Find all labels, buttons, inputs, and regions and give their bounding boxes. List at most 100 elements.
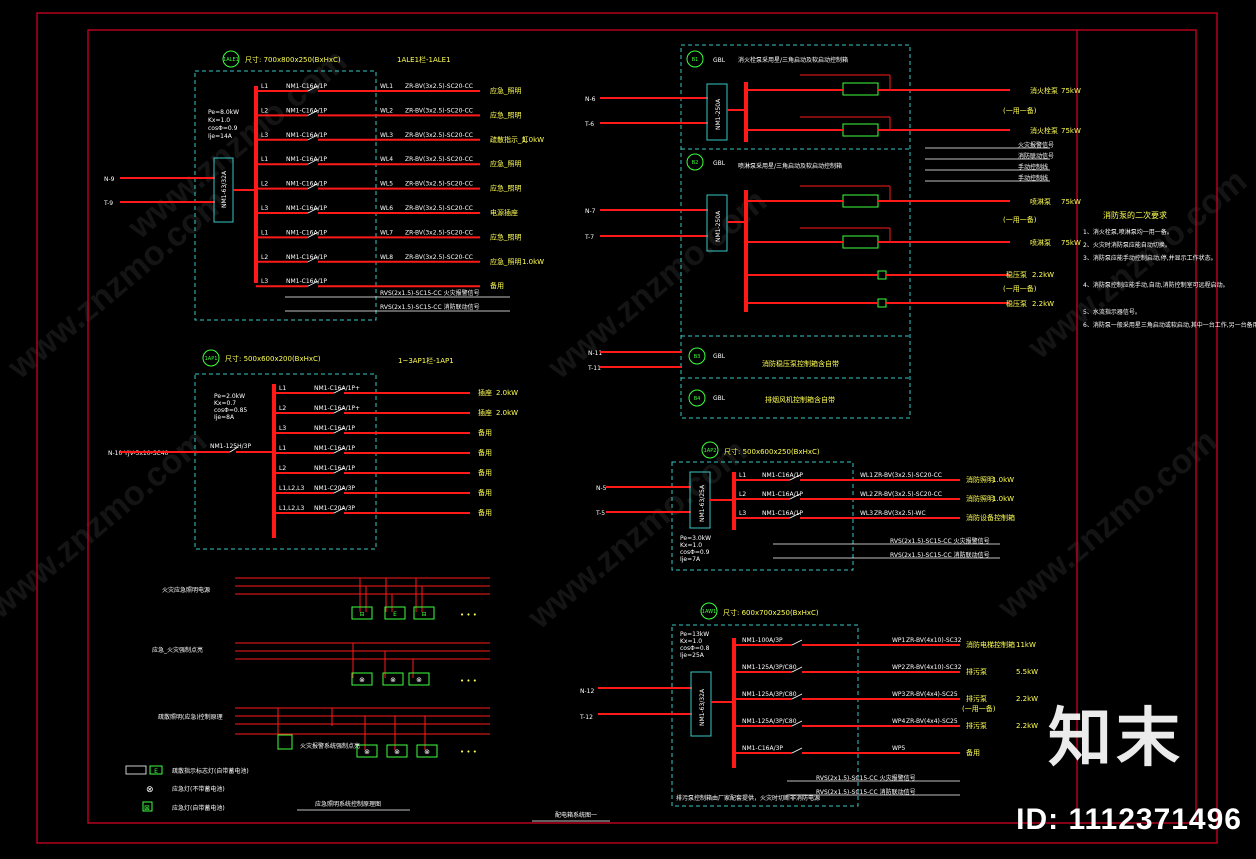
feeder-number: WL1 <box>380 83 393 90</box>
panel-tag: 1AW1 <box>702 609 716 615</box>
svg-text:• • •: • • • <box>460 748 477 756</box>
section-tag: B3 <box>694 354 701 360</box>
feeder-phase: L3 <box>261 205 268 212</box>
feeder-number: WP3 <box>892 691 906 698</box>
svg-text:⊟: ⊟ <box>421 611 426 618</box>
panel-boundary <box>194 373 377 550</box>
feeder-phase: L1,L2,L3 <box>279 485 304 492</box>
feeder-cable: ZR-BV(4x10)-SC32 <box>906 664 962 671</box>
feeder-phase: L2 <box>739 491 746 498</box>
feeder-breaker: NM1-C16A/1P <box>286 254 327 261</box>
feeder-number: WL2 <box>380 107 393 114</box>
svg-text:⊗: ⊗ <box>364 748 370 756</box>
signal-label: 消防联动信号 <box>1018 152 1054 160</box>
feeder-number: WL3 <box>380 132 393 139</box>
panel-size: 尺寸: 700x800x250(BxHxC) <box>245 55 341 64</box>
motor-name: 喷淋泵 <box>1030 238 1051 247</box>
section-name: GBL <box>713 395 726 402</box>
feeder-phase: L3 <box>739 510 746 517</box>
feeder-breaker: NM1-C20A/3P <box>314 485 355 492</box>
watermark-text: www.znzmo.com <box>0 182 234 387</box>
signal-line: RVS(2x1.5)-SC15-CC 火灾报警信号 <box>380 289 480 297</box>
feeder-kw: 2.2kW <box>1016 722 1038 730</box>
incoming-t: T-9 <box>103 200 113 207</box>
feeder-breaker: NM1-C16A/3P <box>742 745 783 752</box>
param: cosΦ=0.8 <box>680 645 710 652</box>
feeder-kw: 1.0kW <box>522 258 544 266</box>
feeder-number: WP5 <box>892 745 906 752</box>
feeder-breaker: NM1-C16A/1P <box>286 181 327 188</box>
feeder-phase: L2 <box>261 254 268 261</box>
feeder-load: 消防电梯控制箱 <box>966 640 1015 649</box>
panel-name: 1~3AP1栏-1AP1 <box>398 356 454 365</box>
watermark-text: www.znzmo.com <box>990 422 1224 627</box>
legend-item: 应急灯(不带蓄电池) <box>172 785 225 793</box>
inner-frame <box>87 29 1197 824</box>
feeder-load: 应急_照明 <box>490 184 522 193</box>
feeder-phase: L1 <box>279 385 286 392</box>
feeder-load: 备用 <box>490 281 504 290</box>
feeder-number: WL2 <box>860 491 873 498</box>
param: Kx=1.0 <box>208 117 230 124</box>
feeder-breaker: NM1-C16A/1P <box>286 205 327 212</box>
feeder-number: WL4 <box>380 156 393 163</box>
incoming: N-6 <box>585 96 596 103</box>
note-item: 5、水流指示器信号。 <box>1083 308 1141 316</box>
motor-name: 消火栓泵 <box>1030 126 1058 135</box>
feeder-cable: ZR-BV(3x2.5)-SC20-CC <box>874 472 942 479</box>
param: Pe=8.0kW <box>208 109 239 116</box>
feeder-breaker: NM1-C16A/1P <box>286 83 327 90</box>
param: Kx=1.0 <box>680 638 702 645</box>
svg-text:⊗: ⊗ <box>394 748 400 756</box>
feeder-cable: ZR-BV(3x2.5)-SC20-CC <box>405 156 473 163</box>
watermark-logo: 知末 <box>1048 702 1184 774</box>
fire-pump-panel: B1 GBL 消火栓泵采用星/三角启动及软启动控制箱 N-6 T-6 NM1-2… <box>532 44 1081 822</box>
feeder-breaker: NM1-C16A/1P <box>286 156 327 163</box>
feeder-breaker: NM1-100A/3P <box>742 637 783 644</box>
feeder-breaker: NM1-C16A/1P <box>286 229 327 236</box>
note-item: 6、消防泵一般采用星三角启动或软启动,其中一台工作,另一台备用,故障时自动切换。 <box>1083 321 1256 329</box>
feeder-cable: ZR-BV(3x2.5)-SC20-CC <box>405 83 473 90</box>
feeder-phase: L1,L2,L3 <box>279 505 304 512</box>
ale1-signals: RVS(2x1.5)-SC15-CC 火灾报警信号 RVS(2x1.5)-SC1… <box>285 289 510 312</box>
param: Ije=8A <box>214 414 235 421</box>
feeder-number: WP1 <box>892 637 906 644</box>
feeder-cable: ZR-BV(3x2.5)-SC20-CC <box>405 132 473 139</box>
feeder-breaker: NM1-C16A/1P+ <box>314 405 360 412</box>
feeder-breaker: NM1-C16A/1P <box>286 278 327 285</box>
feeder-breaker: NM1-C16A/1P <box>314 465 355 472</box>
incoming: T-6 <box>584 121 594 128</box>
motor-name: 稳压泵 <box>1006 299 1027 308</box>
section-name: GBL <box>713 160 726 167</box>
signal-line: RVS(2x1.5)-SC15-CC 火灾报警信号 <box>890 537 990 545</box>
motor-note: (一用一备) <box>1003 215 1037 224</box>
motor-name: 喷淋泵 <box>1030 197 1051 206</box>
note-item: 2、火灾时消防泵应能自动切换。 <box>1083 241 1171 249</box>
motor-name: 消火栓泵 <box>1030 86 1058 95</box>
feeder-phase: L3 <box>279 425 286 432</box>
panel-size: 尺寸: 500x600x200(BxHxC) <box>225 354 321 363</box>
watermark-text: www.znzmo.com <box>520 432 754 637</box>
feeder-number: WL6 <box>380 205 393 212</box>
feeder-load: 消防设备控制箱 <box>966 513 1015 522</box>
panel-tag: 1ALE1 <box>223 57 239 63</box>
panel-boundary <box>194 70 377 321</box>
incoming: N-11 <box>588 350 602 357</box>
feeder-load: 消防照明 <box>966 494 994 503</box>
signal-label: 手动控制线 <box>1018 163 1048 171</box>
feeder-breaker: NM1-C16A/1P <box>762 491 803 498</box>
feeder-breaker: NM1-C16A/1P <box>762 510 803 517</box>
